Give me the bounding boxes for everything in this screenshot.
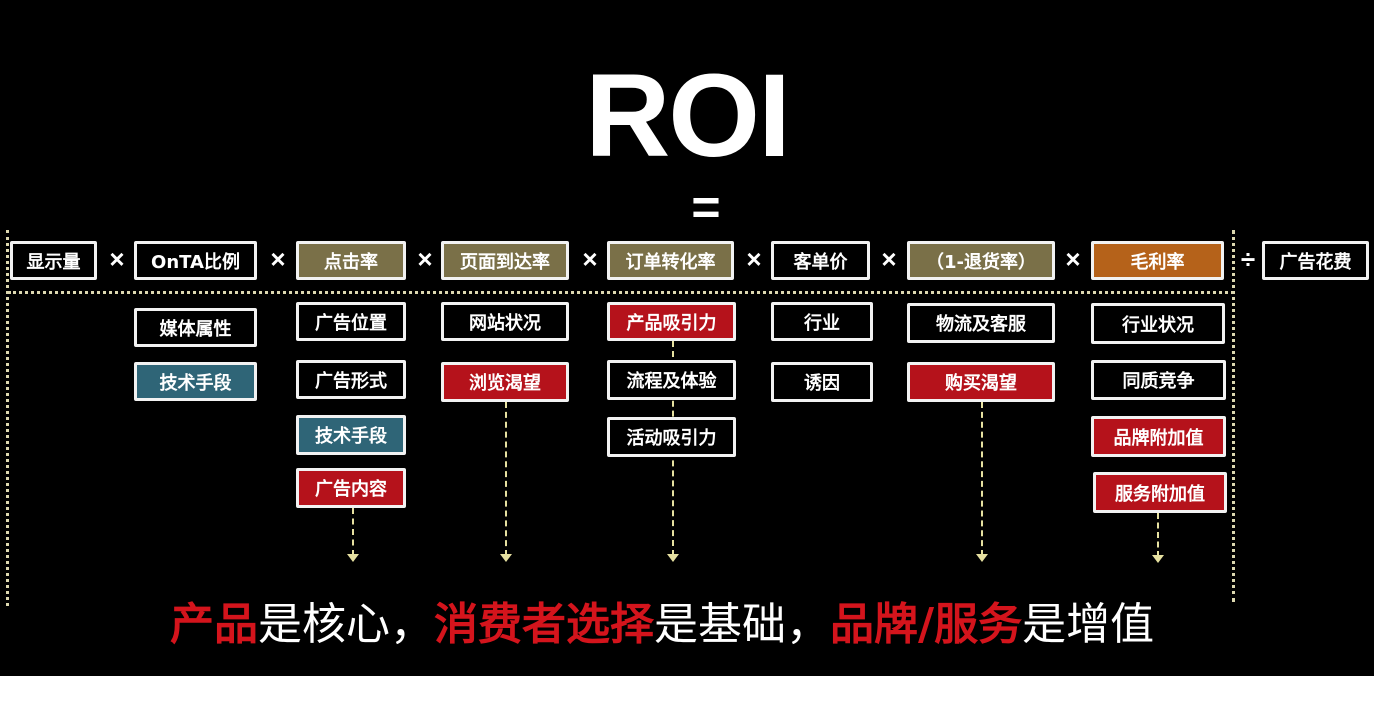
factor-campaign-appeal: 活动吸引力 [607, 417, 736, 457]
factor-homogeneous-competition: 同质竞争 [1091, 360, 1226, 400]
factor-product-appeal: 产品吸引力 [607, 302, 736, 341]
roi-title: ROI [585, 50, 791, 182]
horizontal-dotted-line [8, 291, 1234, 294]
formula-ad-spend: 广告花费 [1262, 241, 1369, 280]
slogan-text: 是核心， [258, 599, 434, 650]
formula-order-conversion-rate: 订单转化率 [607, 241, 734, 280]
formula-onta-ratio: OnTA比例 [134, 241, 257, 280]
slogan-product: 产品 [170, 599, 258, 650]
factor-technical-means: 技术手段 [296, 415, 406, 455]
factor-browsing-desire: 浏览渴望 [441, 362, 569, 402]
factor-ad-format: 广告形式 [296, 360, 406, 399]
times-operator: × [1065, 244, 1081, 274]
formula-return-rate: （1-退货率） [907, 241, 1055, 280]
right-dotted-line [1232, 230, 1235, 602]
formula-click-rate: 点击率 [296, 241, 406, 280]
slogan-brand-service: 品牌/服务 [830, 599, 1023, 650]
equals-sign: = [691, 179, 721, 235]
arrow-down-icon [1152, 513, 1164, 563]
factor-logistics-service: 物流及客服 [907, 303, 1055, 343]
factor-purchase-desire: 购买渴望 [907, 362, 1055, 402]
factor-website-status: 网站状况 [441, 302, 569, 341]
arrow-down-icon [500, 402, 512, 562]
formula-gross-margin: 毛利率 [1091, 241, 1224, 280]
arrow-down-icon [976, 402, 988, 562]
factor-ad-content: 广告内容 [296, 468, 406, 508]
factor-incentive: 诱因 [771, 362, 873, 402]
factor-service-value-added: 服务附加值 [1093, 472, 1227, 513]
factor-industry: 行业 [771, 302, 873, 341]
factor-brand-value-added: 品牌附加值 [1091, 416, 1226, 457]
slogan-text: 是基础， [654, 599, 830, 650]
formula-impressions: 显示量 [10, 241, 97, 280]
formula-avg-order-value: 客单价 [771, 241, 870, 280]
factor-technical-means: 技术手段 [134, 362, 257, 401]
left-dotted-line [6, 230, 9, 606]
slogan: 产品是核心，消费者选择是基础，品牌/服务是增值 [170, 588, 1154, 652]
factor-media-attributes: 媒体属性 [134, 308, 257, 347]
slogan-text: 是增值 [1022, 599, 1155, 650]
times-operator: × [582, 244, 598, 274]
divide-operator: ÷ [1240, 244, 1256, 274]
factor-ad-position: 广告位置 [296, 302, 406, 341]
factor-industry-status: 行业状况 [1091, 303, 1225, 344]
slogan-consumer-choice: 消费者选择 [434, 599, 654, 650]
formula-page-arrival-rate: 页面到达率 [441, 241, 569, 280]
times-operator: × [109, 244, 125, 274]
times-operator: × [746, 244, 762, 274]
times-operator: × [270, 244, 286, 274]
times-operator: × [417, 244, 433, 274]
arrow-down-icon [347, 508, 359, 562]
factor-process-experience: 流程及体验 [607, 360, 736, 400]
diagram-canvas: ROI = 显示量 × OnTA比例 × 点击率 × 页面到达率 × 订单转化率… [0, 0, 1374, 676]
times-operator: × [881, 244, 897, 274]
